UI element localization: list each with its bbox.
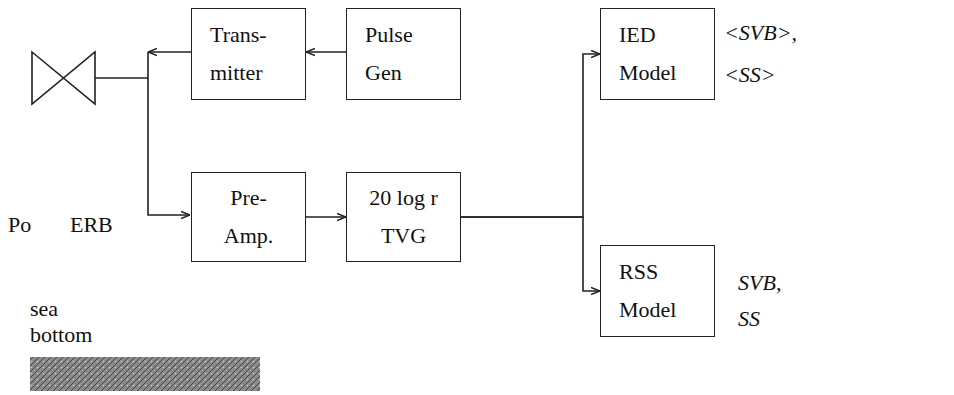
box-label: IED Model bbox=[619, 16, 691, 93]
transducer-wire bbox=[95, 77, 148, 79]
transducer-symbol bbox=[32, 52, 95, 104]
output-label: SS bbox=[738, 306, 760, 332]
signal-label: Po bbox=[8, 212, 31, 238]
rss-model-box: RSS Model bbox=[600, 245, 715, 337]
box-label: Pre- Amp. bbox=[219, 179, 279, 256]
output-label: <SS> bbox=[724, 62, 776, 88]
transmit-wire bbox=[148, 51, 191, 53]
receive-wire bbox=[148, 52, 190, 215]
box-label: RSS Model bbox=[619, 253, 691, 330]
output-label: SVB, bbox=[738, 270, 781, 296]
pulse-generator-box: Pulse Gen bbox=[346, 8, 461, 100]
box-label: Trans- mitter bbox=[210, 16, 290, 93]
transmitter-box: Trans- mitter bbox=[191, 8, 306, 100]
signal-label: ERB bbox=[70, 212, 113, 238]
tvg-box: 20 log r TVG bbox=[346, 172, 461, 262]
box-label: Pulse Gen bbox=[365, 16, 435, 93]
preamp-box: Pre- Amp. bbox=[191, 172, 306, 262]
box-label: 20 log r TVG bbox=[358, 179, 450, 256]
output-label: <SVB>, bbox=[724, 20, 797, 46]
ied-model-box: IED Model bbox=[600, 8, 715, 100]
signal-arrow bbox=[461, 217, 600, 291]
signal-arrow bbox=[461, 54, 600, 217]
signal-arrow bbox=[306, 51, 346, 53]
sea-bottom bbox=[30, 357, 260, 391]
signal-arrow bbox=[306, 216, 346, 218]
sea-bottom-label: sea bottom bbox=[30, 296, 100, 349]
